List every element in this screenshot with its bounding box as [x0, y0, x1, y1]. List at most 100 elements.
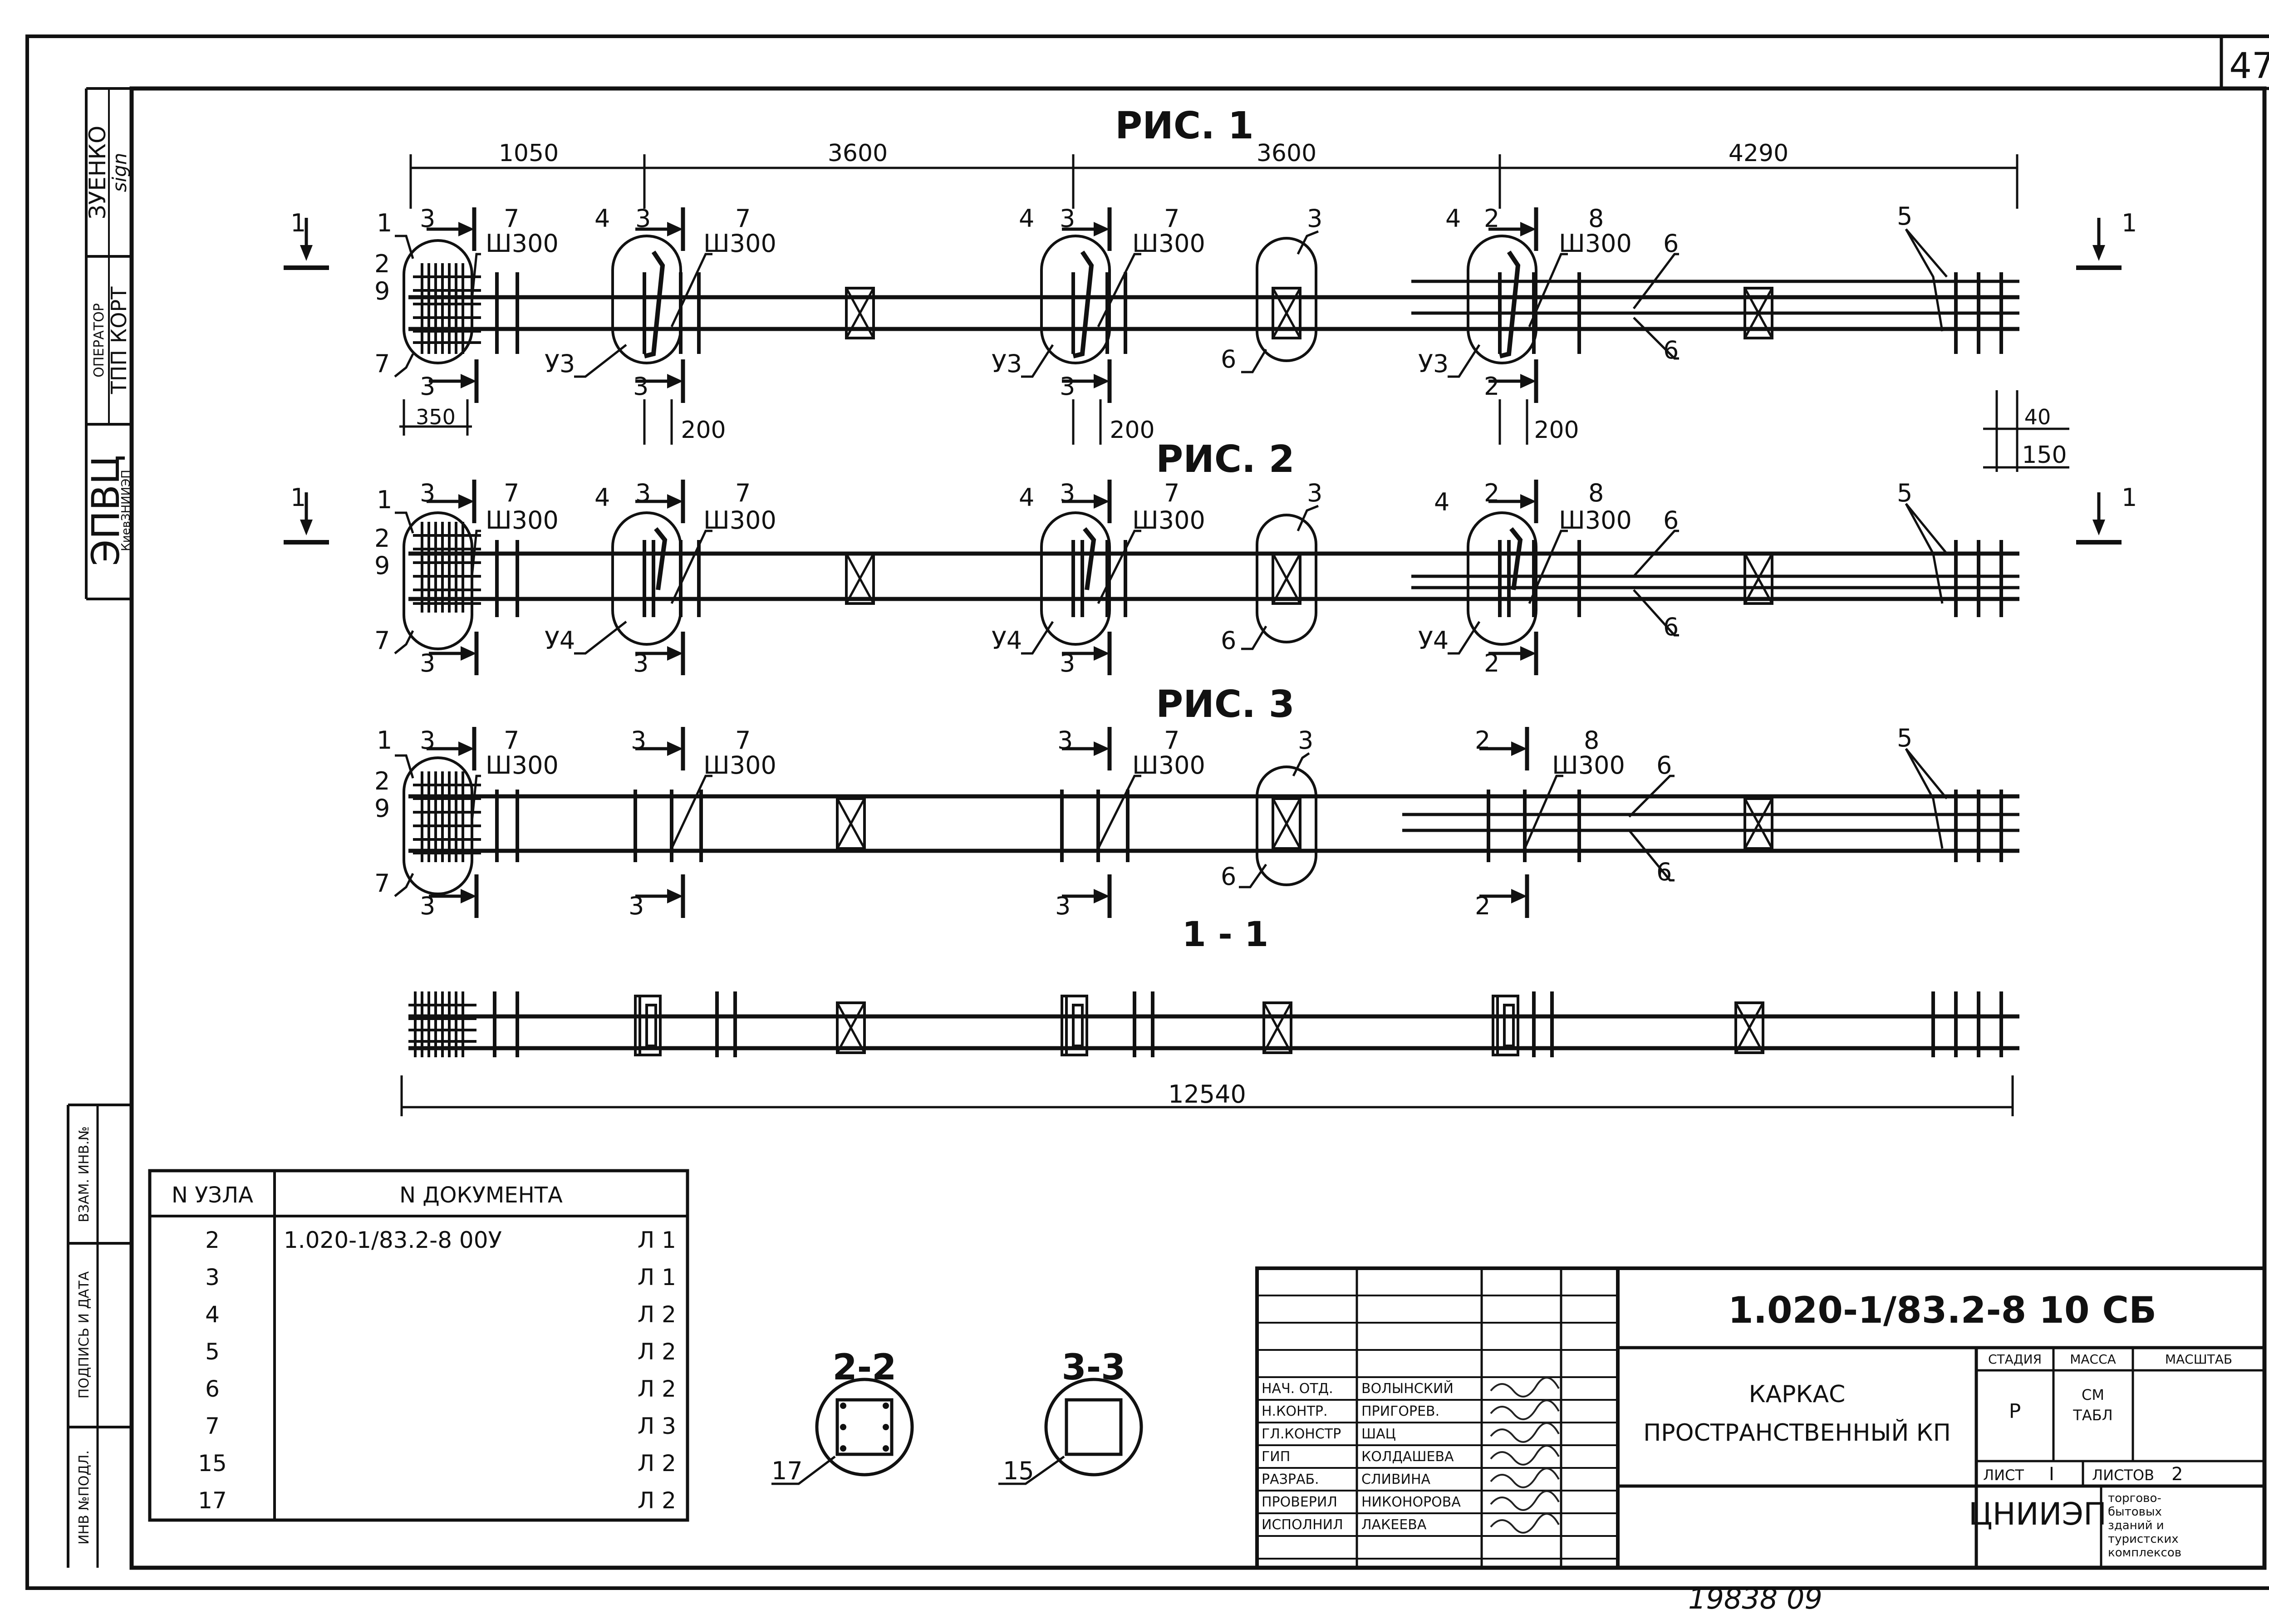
table-cell-node: 4: [205, 1301, 220, 1328]
strip-org-line1: ЭПВЦ: [83, 455, 128, 566]
table-cell-node: 2: [205, 1227, 220, 1253]
table-cell-sheet: Л 1: [638, 1264, 676, 1290]
signature-name: ШАЦ: [1361, 1426, 1396, 1442]
table-cell-sheet: Л 2: [638, 1301, 676, 1328]
f3-e8: 8: [1584, 726, 1599, 755]
dim-200-a: 200: [681, 417, 726, 444]
sheet-frame: 47: [25, 34, 2269, 1590]
signature-name: ПРИГОРЕВ.: [1361, 1403, 1439, 1419]
f2-b7: 7: [735, 479, 751, 507]
sheet-value: I: [2049, 1464, 2054, 1485]
f1-b-sh: Ш300: [703, 229, 776, 258]
f3-c-cut: 3: [1055, 892, 1071, 920]
f1-e-sh: Ш300: [1559, 229, 1632, 258]
dim-200-b: 200: [1110, 417, 1154, 444]
org-desc-2: бытовых: [2108, 1505, 2162, 1519]
f1-n9: 9: [374, 277, 390, 305]
signature-role: Н.КОНТР.: [1262, 1403, 1328, 1419]
table-cell-node: 3: [205, 1264, 220, 1290]
f3-b7: 7: [735, 726, 751, 755]
f2-n7: 7: [374, 626, 390, 655]
f2-a7: 7: [504, 479, 519, 507]
signature-role: ИСПОЛНИЛ: [1262, 1517, 1343, 1533]
f1-b4: 4: [594, 204, 610, 233]
f2-n2: 2: [374, 524, 390, 553]
f1-a-cut: 3: [420, 372, 435, 401]
section-2-2-title: 2-2: [833, 1347, 897, 1388]
f2-a-cut: 3: [420, 649, 435, 677]
f1-n7: 7: [374, 349, 390, 378]
org-desc: торгово- бытовых зданий и туристских ком…: [2108, 1492, 2181, 1560]
f1-n2: 2: [374, 250, 390, 278]
doc-name-2: ПРОСТРАНСТВЕННЫЙ КП: [1643, 1419, 1951, 1447]
figure-3-title: РИС. 3: [1156, 683, 1295, 726]
f2-b-cut: 3: [633, 649, 648, 677]
signature-role: НАЧ. ОТД.: [1262, 1381, 1333, 1397]
f3-a3: 3: [420, 726, 435, 755]
f2-b-sh: Ш300: [703, 506, 776, 535]
strip-box-2: ПОДПИСЬ И ДАТА: [76, 1271, 92, 1398]
dim-4290: 4290: [1729, 140, 1788, 167]
section-1-1: 1 - 1: [400, 914, 2019, 1116]
f1-a7: 7: [504, 204, 519, 233]
dim-3600-b: 3600: [1257, 140, 1316, 167]
f2-d3: 3: [1307, 479, 1322, 507]
org-desc-3: зданий и: [2108, 1519, 2164, 1532]
sheets-value: 2: [2171, 1464, 2183, 1485]
org-desc-1: торгово-: [2108, 1492, 2161, 1505]
doc-code: 1.020-1/83.2-8 10 СБ: [1728, 1289, 2156, 1331]
stage-label: СТАДИЯ: [1988, 1352, 2042, 1367]
figure-1-title: РИС. 1: [1115, 104, 1254, 147]
org-desc-5: комплексов: [2108, 1546, 2181, 1560]
signature-name: СЛИВИНА: [1361, 1472, 1431, 1487]
table-cell-sheet: Л 2: [638, 1450, 676, 1477]
handwritten-bottom-note: 19838 09: [1688, 1582, 1822, 1615]
f2-c-u: У4: [992, 626, 1022, 655]
signature-name: НИКОНОРОВА: [1361, 1494, 1461, 1510]
f1-b-cut: 3: [633, 372, 648, 401]
f2-d6: 6: [1221, 626, 1236, 655]
f1-c4: 4: [1019, 204, 1034, 233]
sheet-label: ЛИСТ: [1983, 1467, 2024, 1484]
f3-d6: 6: [1221, 862, 1236, 891]
left-strip: ЗУЕНКО sign ОПЕРАТОР ТПП КОРТ ЭПВЦ КиевЗ…: [67, 87, 133, 1568]
handwritten-signature: [1490, 1490, 1560, 1511]
handwritten-signature: [1490, 1467, 1560, 1488]
f1-e-cut: 2: [1484, 372, 1499, 401]
table-row: 15 Л 2: [198, 1450, 676, 1477]
handwritten-signature: [1490, 1399, 1560, 1420]
figure-1-dimensions: 1050 3600 3600 4290: [409, 140, 2019, 209]
f3-e6a: 6: [1656, 751, 1672, 780]
f3-b3: 3: [631, 726, 646, 755]
strip-operator-value: ТПП КОРТ: [107, 286, 131, 395]
f3-a7: 7: [504, 726, 519, 755]
dim-150: 150: [2022, 442, 2067, 469]
strip-box-3: ИНВ №ПОДЛ.: [76, 1450, 92, 1545]
signature-name: КОЛДАШЕВА: [1361, 1449, 1454, 1465]
table-cell-doc: 1.020-1/83.2-8 00У: [284, 1227, 502, 1253]
f1-e-u: У3: [1418, 349, 1449, 378]
f2-c4: 4: [1019, 483, 1034, 512]
f3-b-sh: Ш300: [703, 751, 776, 780]
mass-label: МАССА: [2070, 1352, 2116, 1367]
signature-name: ЛАКЕЕВА: [1361, 1517, 1427, 1533]
f1-c-cut: 3: [1060, 372, 1075, 401]
f2-e2: 2: [1484, 479, 1499, 507]
handwritten-signature: [1490, 1422, 1560, 1443]
f2-e-u: У4: [1418, 626, 1449, 655]
f2-a-sh: Ш300: [486, 506, 559, 535]
mass-value-1: СМ: [2082, 1386, 2104, 1403]
f1-e8: 8: [1588, 204, 1604, 233]
strip-handwritten-signature: sign: [108, 153, 131, 192]
dim-12540: 12540: [1168, 1080, 1246, 1109]
table-cell-node: 15: [198, 1450, 227, 1477]
figure-2: РИС. 2: [284, 438, 2137, 677]
signature-row: Н.КОНТР. ПРИГОРЕВ.: [1262, 1399, 1560, 1420]
table-cell-sheet: Л 2: [638, 1376, 676, 1402]
